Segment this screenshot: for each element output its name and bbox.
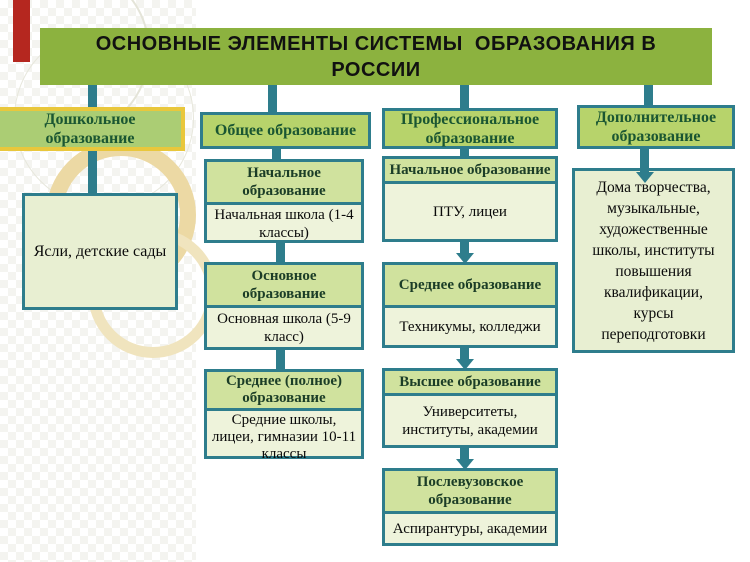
col2-box-basic: Основное образование Основная школа (5-9… [204,262,364,350]
connector-col4-arrow [640,149,649,173]
col3-box-higher-body: Университеты, институты, академии [402,403,538,438]
col4-header-additional: Дополнительное образование [577,105,735,149]
col3-box-postgraduate: Послевузовское образование Аспирантуры, … [382,468,558,546]
connector-col3-a [460,149,469,156]
col3-box-higher-head: Высшее образование [385,371,555,396]
col2-header-label: Общее образование [214,122,357,139]
col2-header-general: Общее образование [200,112,371,149]
col3-header-professional: Профессиональное образование [382,108,558,149]
connector-col2-a [272,149,281,159]
connector-col1-box1 [88,151,97,194]
connector-banner-col2 [268,84,277,113]
connector-col3-d-arrow [460,448,469,460]
col4-box-institutions-label: Дома творчества, музыкальные, художестве… [592,178,715,343]
col3-box-postgraduate-body: Аспирантуры, академии [392,520,548,537]
connector-banner-col4 [644,84,653,106]
col2-box-primary-body: Начальная школа (1-4 классы) [214,207,354,241]
col3-box-secondary-body: Техникумы, колледжи [399,318,541,335]
col2-box-primary: Начальное образование Начальная школа (1… [204,159,364,243]
col2-box-secondary-head: Среднее (полное) образование [207,372,361,411]
col2-box-primary-head: Начальное образование [207,162,361,205]
col3-box-initial: Начальное образование ПТУ, лицеи [382,156,558,242]
col2-box-basic-head: Основное образование [207,265,361,308]
slide-title-banner: ОСНОВНЫЕ ЭЛЕМЕНТЫ СИСТЕМЫ ОБРАЗОВАНИЯ В … [40,28,712,85]
connector-col3-b-arrow [460,242,469,254]
col2-box-basic-body: Основная школа (5-9 класс) [217,310,351,345]
col2-box-secondary: Среднее (полное) образование Средние шко… [204,369,364,462]
col1-header-label: Дошкольное образование [44,111,136,147]
col2-box-secondary-body: Средние школы, лицеи, гимназии 10-11 кла… [211,412,357,462]
col1-box-nursery-label: Ясли, детские сады [33,243,167,260]
decorative-red-bar [13,0,30,62]
col3-box-secondary-head: Среднее образование [385,265,555,308]
col3-header-label: Профессиональное образование [400,110,540,147]
col3-box-postgraduate-head: Послевузовское образование [385,471,555,514]
slide-title-line1: ОСНОВНЫЕ ЭЛЕМЕНТЫ СИСТЕМЫ ОБРАЗОВАНИЯ В [95,32,657,55]
slide-title-line2: РОССИИ [331,58,421,81]
col1-box-nursery: Ясли, детские сады [22,193,178,310]
col3-box-higher: Высшее образование Университеты, институ… [382,368,558,448]
col1-header-preschool: Дошкольное образование [0,107,185,151]
col3-box-initial-head: Начальное образование [385,159,555,184]
connector-banner-col1 [88,84,97,108]
connector-col2-c [276,350,285,369]
col3-box-initial-body: ПТУ, лицеи [433,203,507,220]
col3-box-secondary: Среднее образование Техникумы, колледжи [382,262,558,348]
connector-col3-c-arrow [460,348,469,360]
connector-col2-b [276,243,285,262]
connector-banner-col3 [460,84,469,109]
col4-box-institutions: Дома творчества, музыкальные, художестве… [572,168,735,353]
col4-header-label: Дополнительное образование [595,109,717,145]
